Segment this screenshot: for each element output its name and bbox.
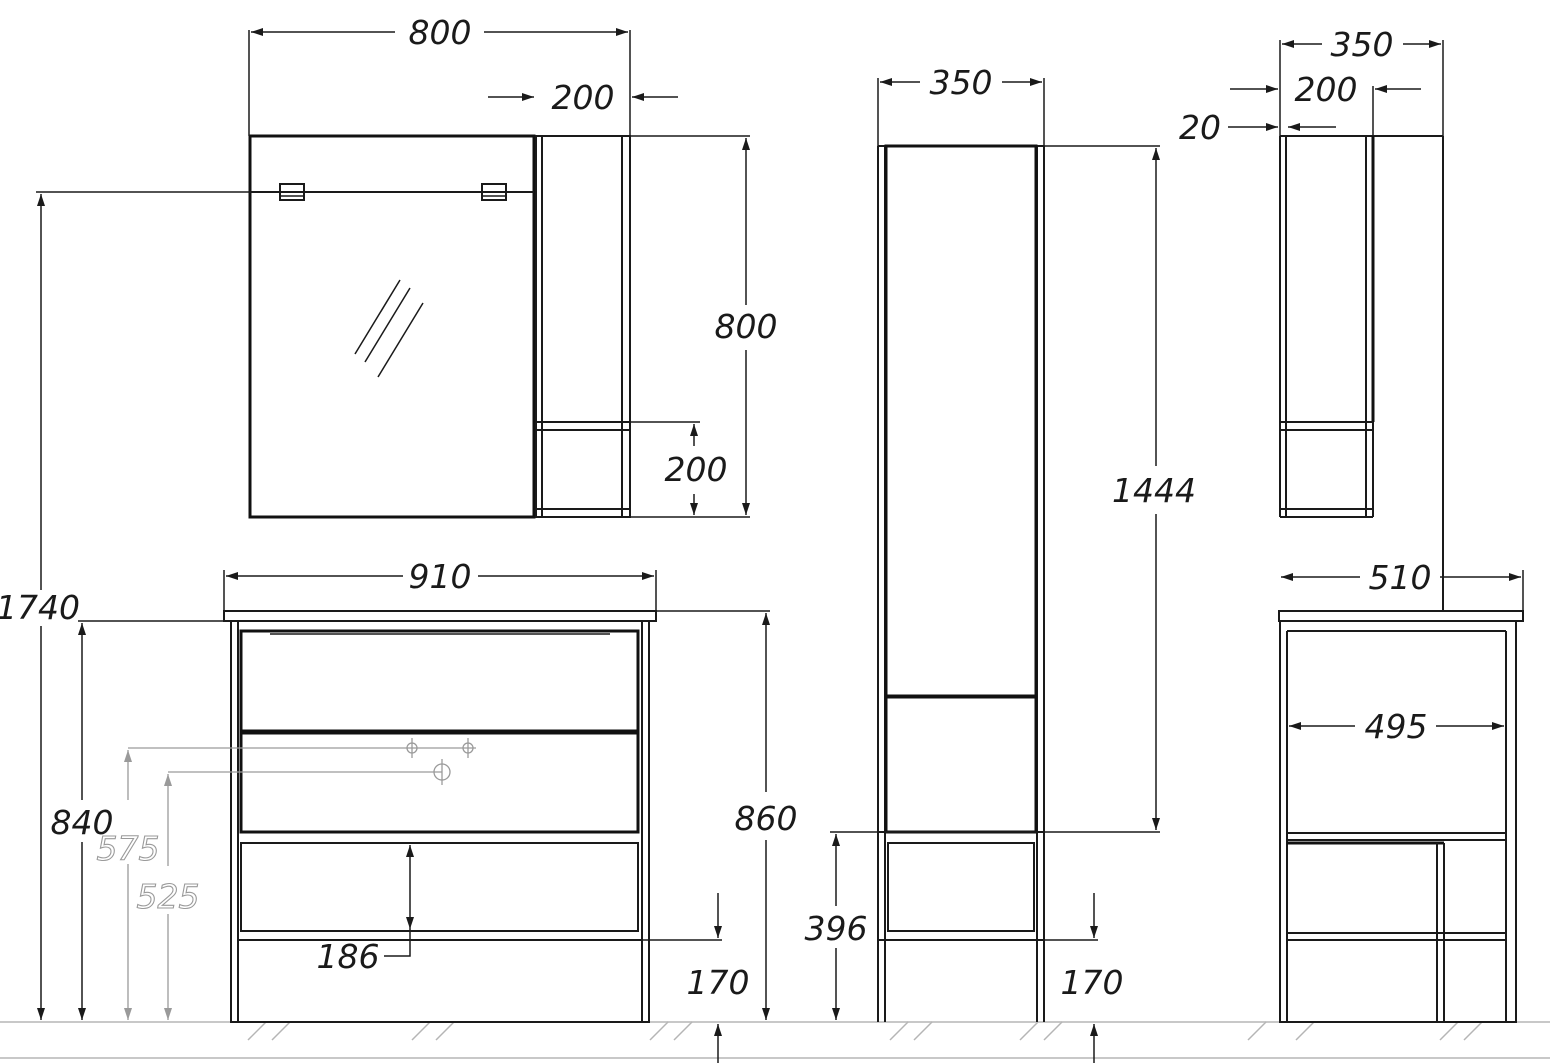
- dim-text-pipe-height-575: 575: [97, 829, 160, 868]
- dim-text-vanity-height-860: 860: [735, 799, 798, 838]
- dim-text-shelf-open-height: 200: [665, 450, 728, 489]
- mirror-reflection-marks: [354, 279, 424, 378]
- dim-shelf-width: 200: [488, 78, 678, 117]
- dim-side-body-depth: 495: [1289, 707, 1504, 746]
- floor-line: [0, 1021, 1550, 1059]
- dim-text-mirror-height: 800: [715, 307, 778, 346]
- tall-cabinet-front: [877, 144, 1045, 1022]
- floor-hatch: [247, 1021, 1483, 1041]
- dim-leg-height-vanity: 170: [642, 893, 750, 1063]
- dim-text-pipe-height-525: 525: [137, 877, 200, 916]
- pipe-connections: [128, 738, 476, 785]
- dim-text-side-body-depth: 495: [1365, 707, 1428, 746]
- dim-mirror-height: 800: [630, 135, 778, 518]
- dim-pipe-height-575: 575: [96, 750, 160, 1020]
- dim-text-cabinet-base-height: 396: [805, 909, 868, 948]
- light-fixture-bar: [250, 183, 534, 201]
- dim-cabinet-height: 1444: [1044, 145, 1196, 833]
- dim-shelf-open-height: 200: [630, 421, 728, 515]
- dim-side-gap: 20: [1179, 108, 1336, 147]
- dim-text-leg-height-cabinet: 170: [1061, 963, 1124, 1002]
- dim-vanity-height-860: 860: [649, 610, 798, 1020]
- dim-pipe-height-525: 525: [136, 774, 200, 1020]
- dim-text-total-height: 1740: [0, 588, 80, 627]
- dim-text-vanity-top-width: 910: [409, 557, 472, 596]
- dim-text-side-gap: 20: [1179, 108, 1221, 147]
- dim-leg-height-cabinet: 170: [1044, 893, 1124, 1063]
- dim-drawer-height: 186: [317, 845, 414, 976]
- dim-text-side-shelf-depth: 200: [1295, 70, 1358, 109]
- dim-mirror-width: 800: [248, 13, 631, 136]
- mirror-cabinet-front: [248, 134, 631, 519]
- dim-total-height: 1740: [0, 191, 250, 1020]
- vanity-front: [223, 610, 657, 1023]
- dim-text-cabinet-width: 350: [930, 63, 993, 102]
- dim-text-leg-height-vanity: 170: [687, 963, 750, 1002]
- dim-text-side-total-depth: 350: [1331, 25, 1394, 64]
- dim-text-side-top-depth: 510: [1369, 558, 1432, 597]
- dim-side-shelf-depth: 200: [1230, 70, 1421, 136]
- dim-vanity-height-840: 840: [51, 620, 231, 1020]
- dim-vanity-top-width: 910: [223, 557, 657, 611]
- dim-text-mirror-width: 800: [409, 13, 472, 52]
- dim-text-drawer-height: 186: [317, 937, 380, 976]
- dim-cabinet-base-height: 396: [805, 831, 878, 1020]
- dim-side-top-depth: 510: [1281, 558, 1524, 611]
- dim-text-cabinet-height: 1444: [1112, 471, 1196, 510]
- dim-text-vanity-height-840: 840: [51, 803, 114, 842]
- dim-text-shelf-width: 200: [552, 78, 615, 117]
- side-view: [1278, 135, 1524, 1023]
- dim-cabinet-width: 350: [877, 63, 1045, 146]
- dim-side-total-depth: 350: [1279, 25, 1444, 136]
